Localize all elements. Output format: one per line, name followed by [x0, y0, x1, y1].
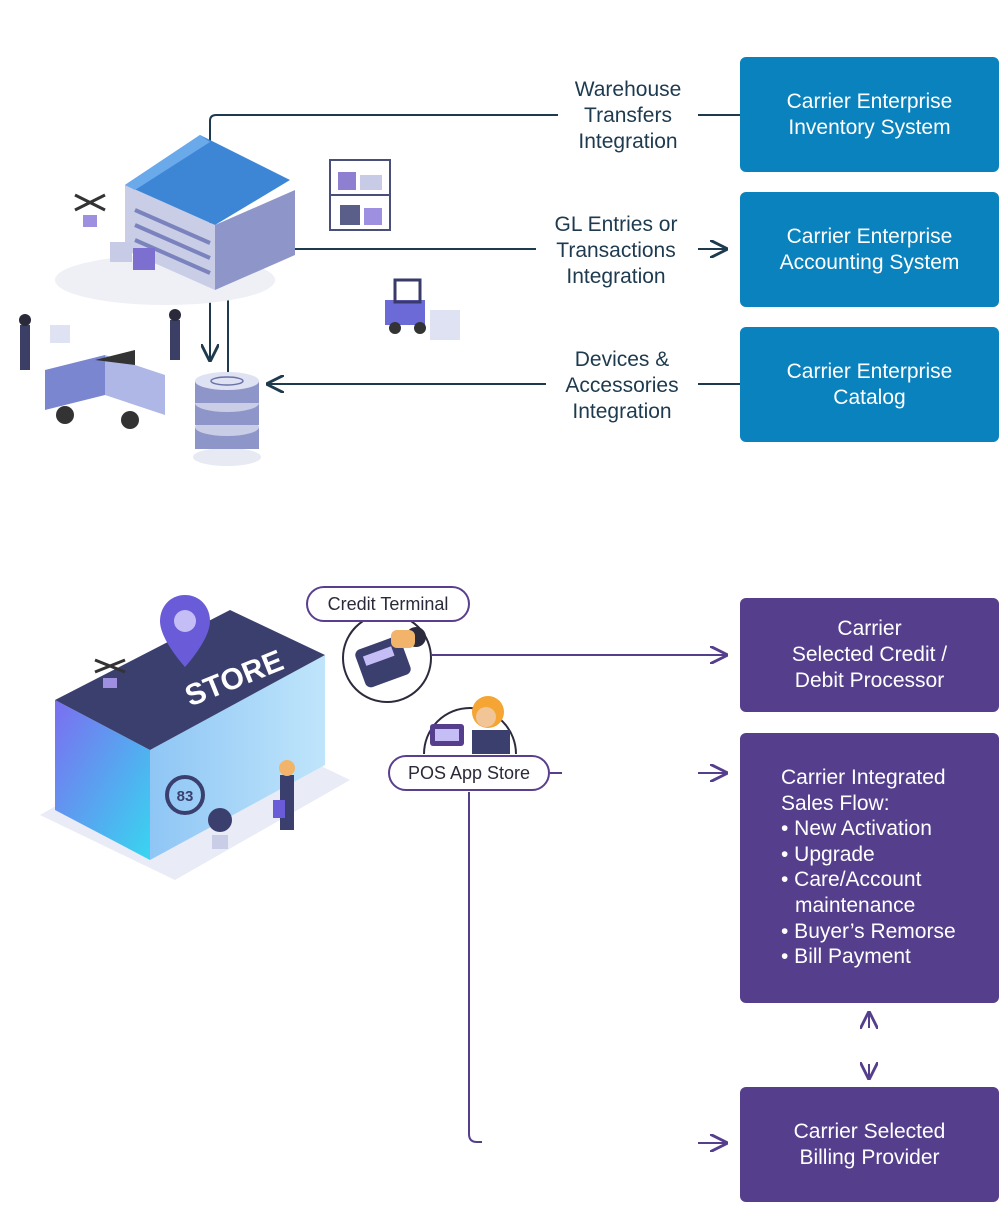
database-icon	[193, 372, 261, 466]
warehouse-transfer-line	[210, 114, 558, 360]
credit-debit-processor-box: Carrier Selected Credit / Debit Processo…	[740, 598, 999, 712]
inventory-system-box: Carrier Enterprise Inventory System	[740, 57, 999, 172]
accounting-system-box: Carrier Enterprise Accounting System	[740, 192, 999, 307]
devices-accessories-label: Devices & Accessories Integration	[565, 348, 679, 423]
sales-flow-item: • Bill Payment	[781, 945, 911, 969]
credit-terminal-label: Credit Terminal	[306, 586, 470, 622]
billing-provider-box: Carrier Selected Billing Provider	[740, 1087, 999, 1202]
sales-flow-item: • Care/Account maintenance	[781, 868, 922, 917]
pos-app-store-label: POS App Store	[388, 755, 550, 791]
store-illustration: STORE 83	[40, 595, 350, 880]
sales-flow-item: • New Activation	[781, 817, 932, 841]
pos-billing-line	[468, 792, 482, 1143]
sales-flow-item: • Buyer’s Remorse	[781, 919, 956, 943]
sales-flow-box: Carrier Integrated Sales Flow: • New Act…	[740, 733, 999, 1003]
pos-user-illustration	[423, 696, 517, 755]
sales-flow-item: • Upgrade	[781, 842, 875, 866]
gl-entries-label: GL Entries or Transactions Integration	[554, 213, 678, 288]
sales-flow-list: • New Activation • Upgrade • Care/Accoun…	[781, 816, 999, 970]
credit-terminal-illustration	[342, 613, 432, 703]
warehouse-illustration	[19, 135, 460, 429]
store-number: 83	[177, 788, 194, 805]
warehouse-transfers-label: Warehouse Transfers Integration	[574, 78, 682, 153]
sales-flow-title: Carrier Integrated Sales Flow:	[781, 766, 946, 815]
catalog-box: Carrier Enterprise Catalog	[740, 327, 999, 442]
